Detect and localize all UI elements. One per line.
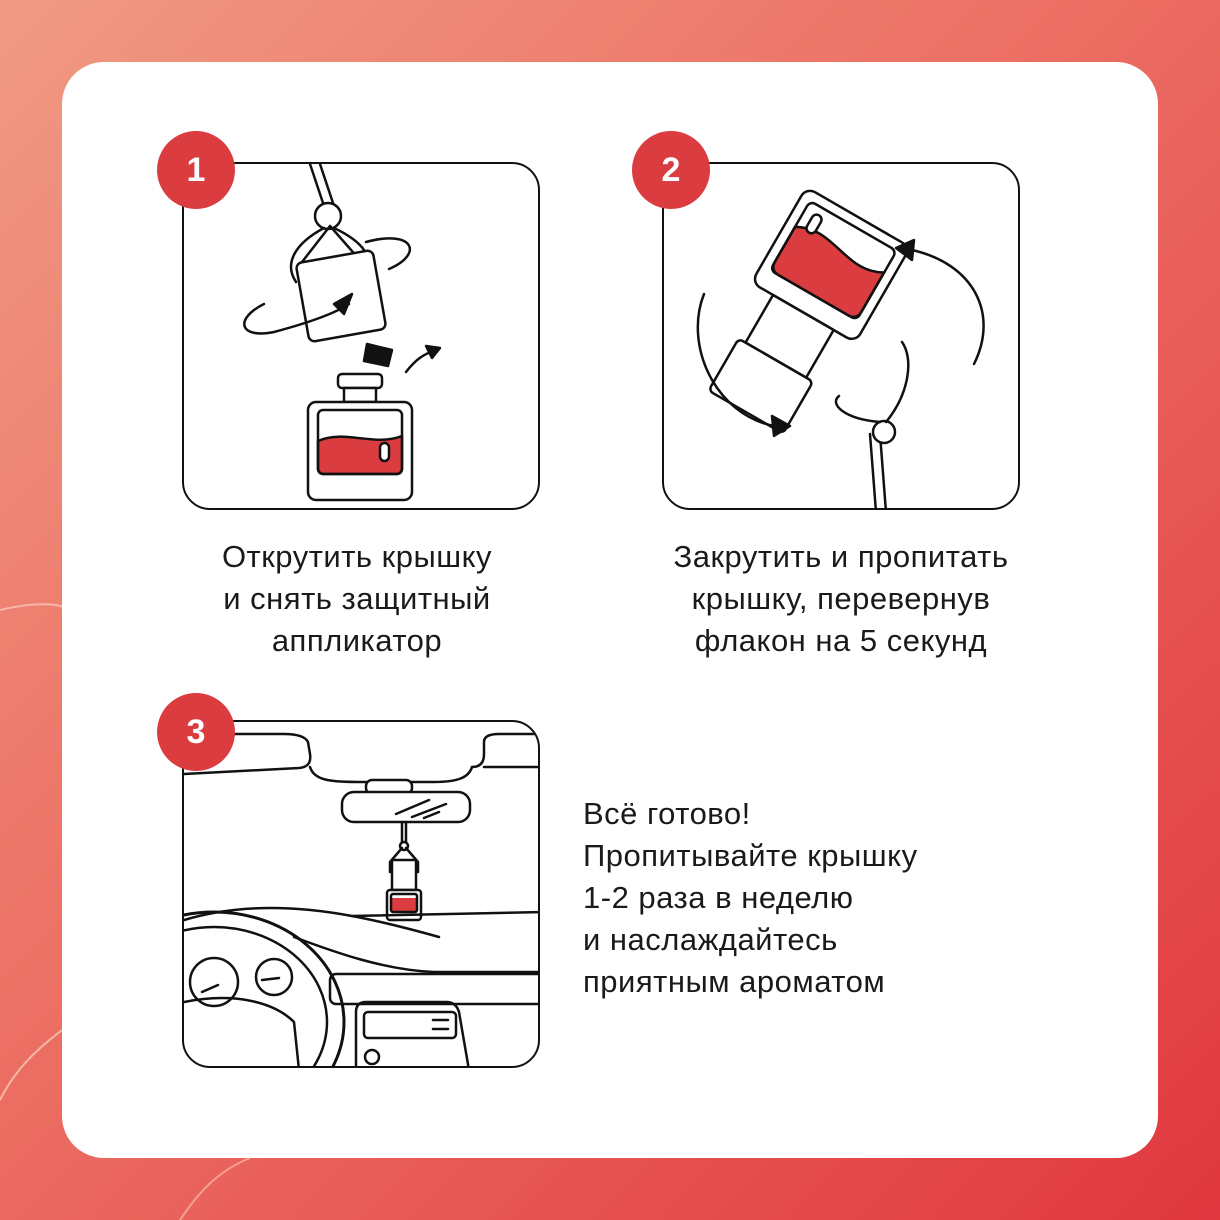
step-3-caption: Всё готово! Пропитывайте крышку 1-2 раза… [583, 793, 1083, 1003]
caption-line: 1-2 раза в неделю [583, 880, 854, 915]
caption-line: флакон на 5 секунд [694, 623, 988, 658]
step-1-caption: Открутить крышку и снять защитный апплик… [157, 536, 557, 662]
step-2-badge: 2 [632, 131, 710, 209]
caption-line: Всё готово! [583, 796, 751, 831]
caption-line: крышку, перевернув [691, 581, 991, 616]
caption-line: и снять защитный [223, 581, 491, 616]
step-3-badge: 3 [157, 693, 235, 771]
caption-line: Открутить крышку [221, 539, 493, 574]
step-1-badge: 1 [157, 131, 235, 209]
step-2-illustration [662, 162, 1020, 510]
caption-line: Пропитывайте крышку [583, 838, 918, 873]
caption-line: приятным ароматом [583, 964, 886, 999]
caption-line: Закрутить и пропитать [673, 539, 1009, 574]
step-1-illustration [182, 162, 540, 510]
step-2-caption: Закрутить и пропитать крышку, перевернув… [616, 536, 1066, 662]
caption-line: и наслаждайтесь [583, 922, 838, 957]
step-3-illustration [182, 720, 540, 1068]
caption-line: аппликатор [271, 623, 443, 658]
